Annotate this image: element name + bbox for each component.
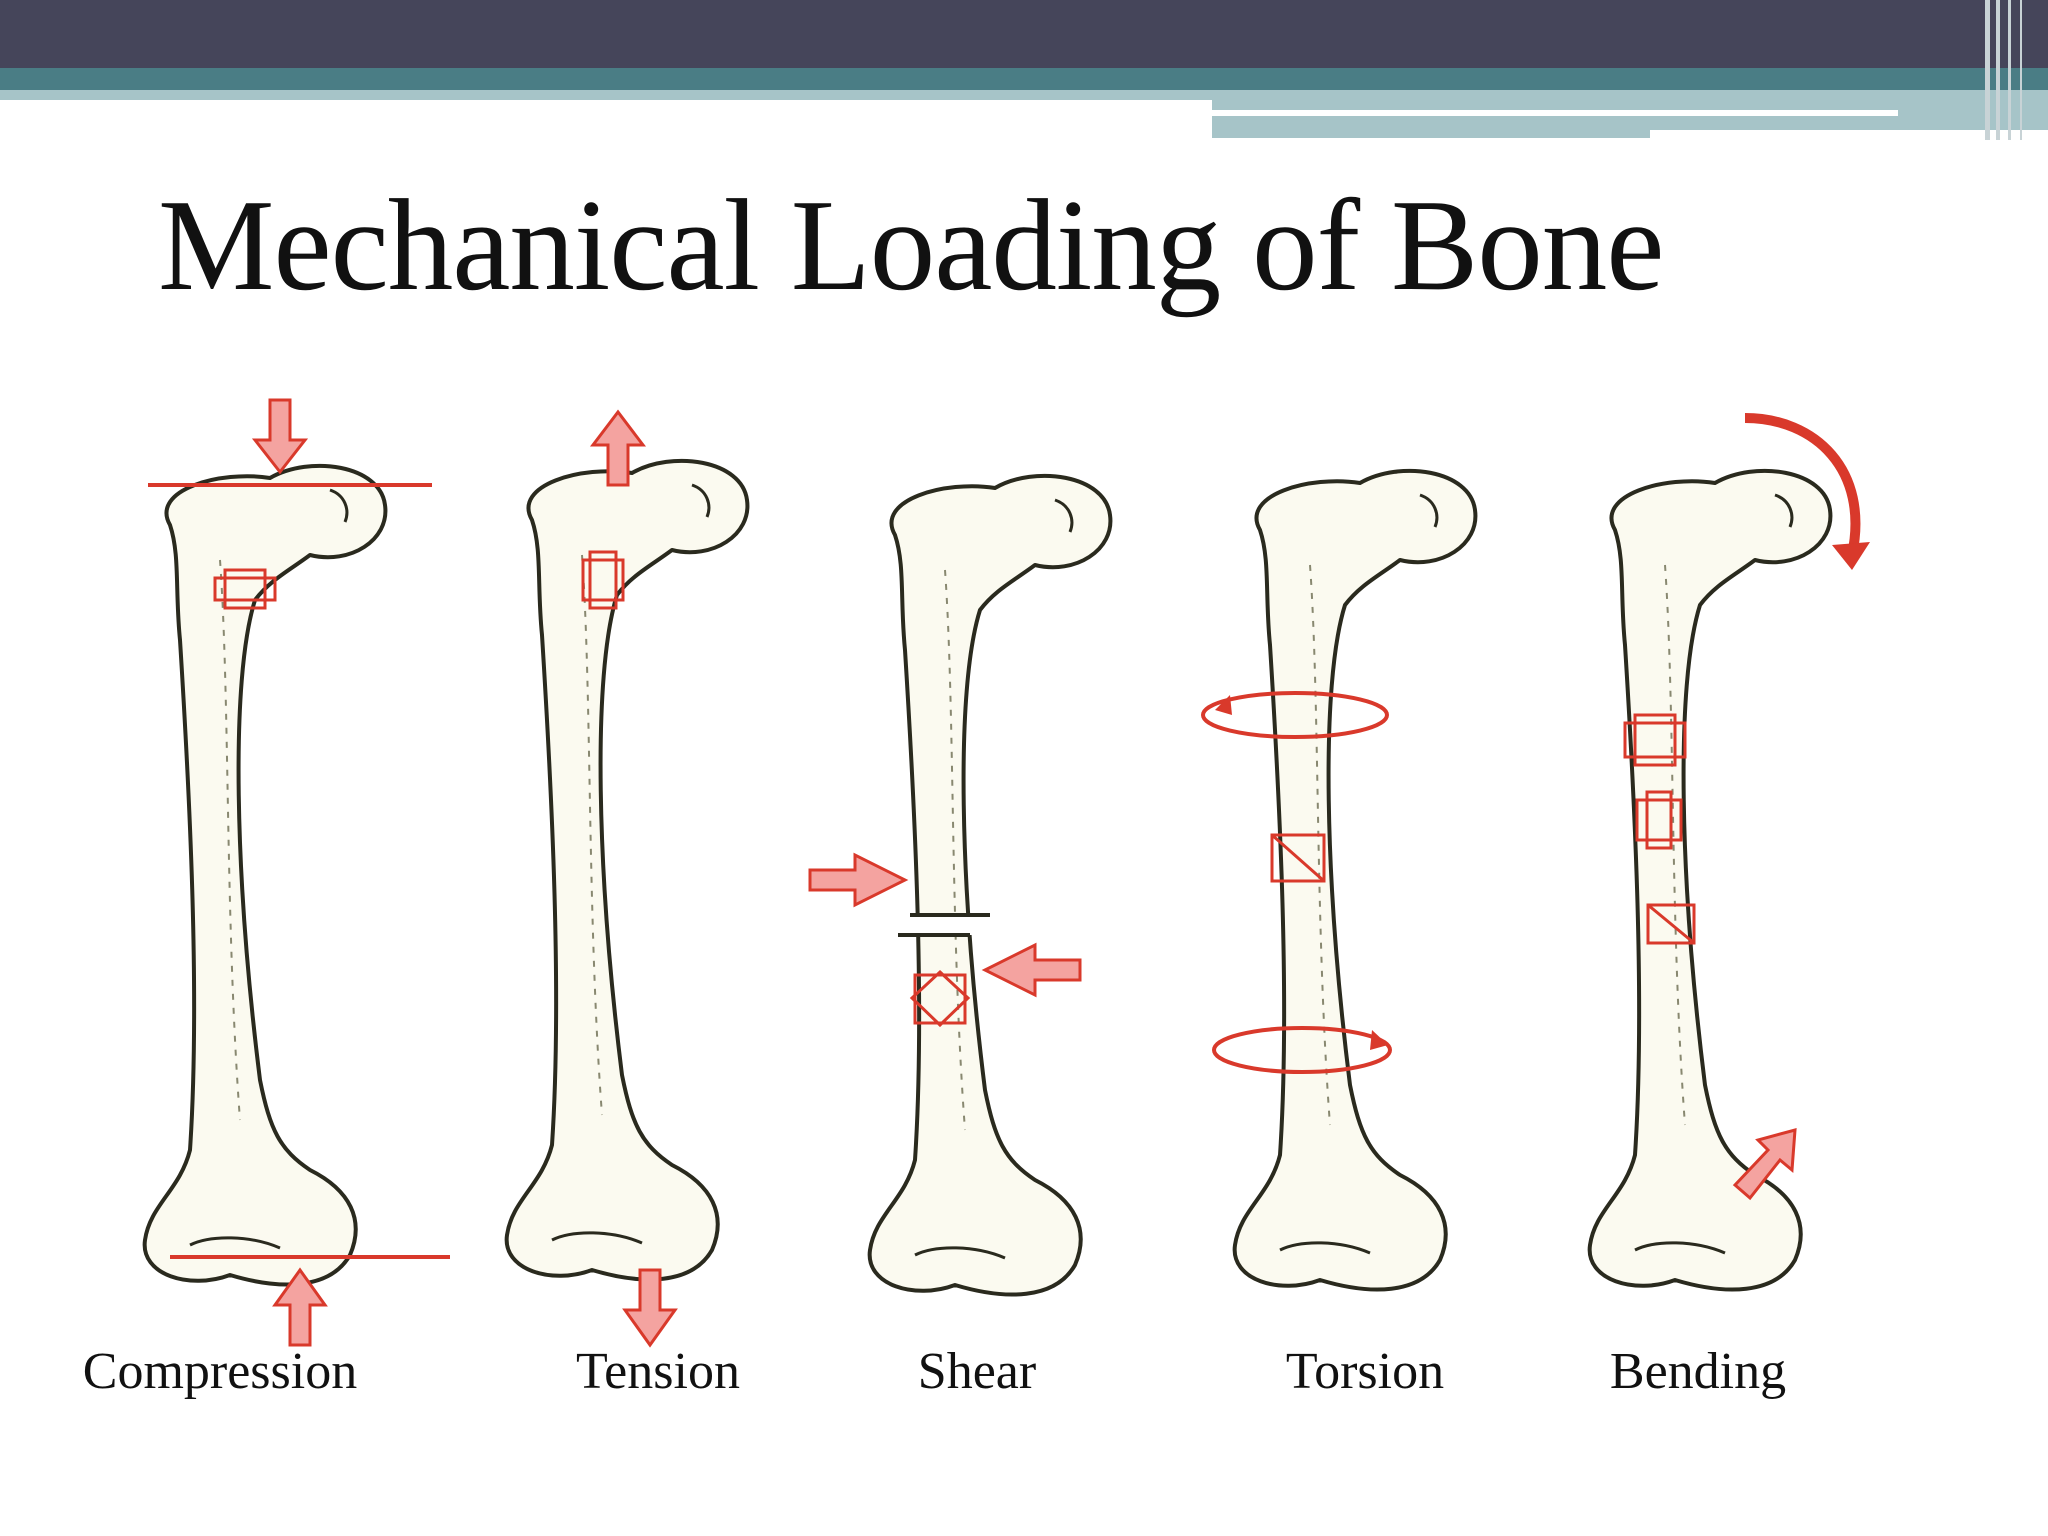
rotation-arrow-icon [1201, 691, 1389, 739]
rotation-arrow-icon [1212, 1026, 1392, 1074]
bone-loading-diagram [142, 398, 1870, 1348]
label-torsion: Torsion [1285, 1343, 1445, 1400]
curved-arrow-icon [1744, 413, 1870, 570]
bending-panel [1587, 413, 1870, 1292]
label-shear: Shear [917, 1343, 1037, 1400]
stress-element [223, 568, 267, 610]
label-bending: Bending [1609, 1343, 1787, 1400]
stress-element [581, 558, 625, 602]
slide-header-bar [0, 0, 2048, 140]
down-arrow-icon [622, 1268, 678, 1348]
stress-element [1623, 721, 1687, 759]
shear-panel [808, 473, 1113, 1297]
stress-element [1270, 833, 1326, 883]
down-arrow-icon [251, 398, 309, 475]
diagonal-arrow-icon [1732, 1127, 1797, 1201]
label-compression: Compression [82, 1343, 358, 1400]
left-arrow-icon [981, 942, 1082, 998]
up-arrow-icon [272, 1267, 328, 1347]
up-arrow-icon [589, 409, 647, 487]
torsion-panel [1201, 468, 1478, 1292]
right-arrow-icon [808, 852, 909, 908]
slide-title: Mechanical Loading of Bone [158, 173, 1664, 318]
stress-element [1635, 798, 1683, 842]
label-tension: Tension [576, 1343, 740, 1400]
tension-panel [504, 409, 750, 1348]
compression-panel [142, 398, 450, 1347]
stress-element [1646, 903, 1696, 945]
